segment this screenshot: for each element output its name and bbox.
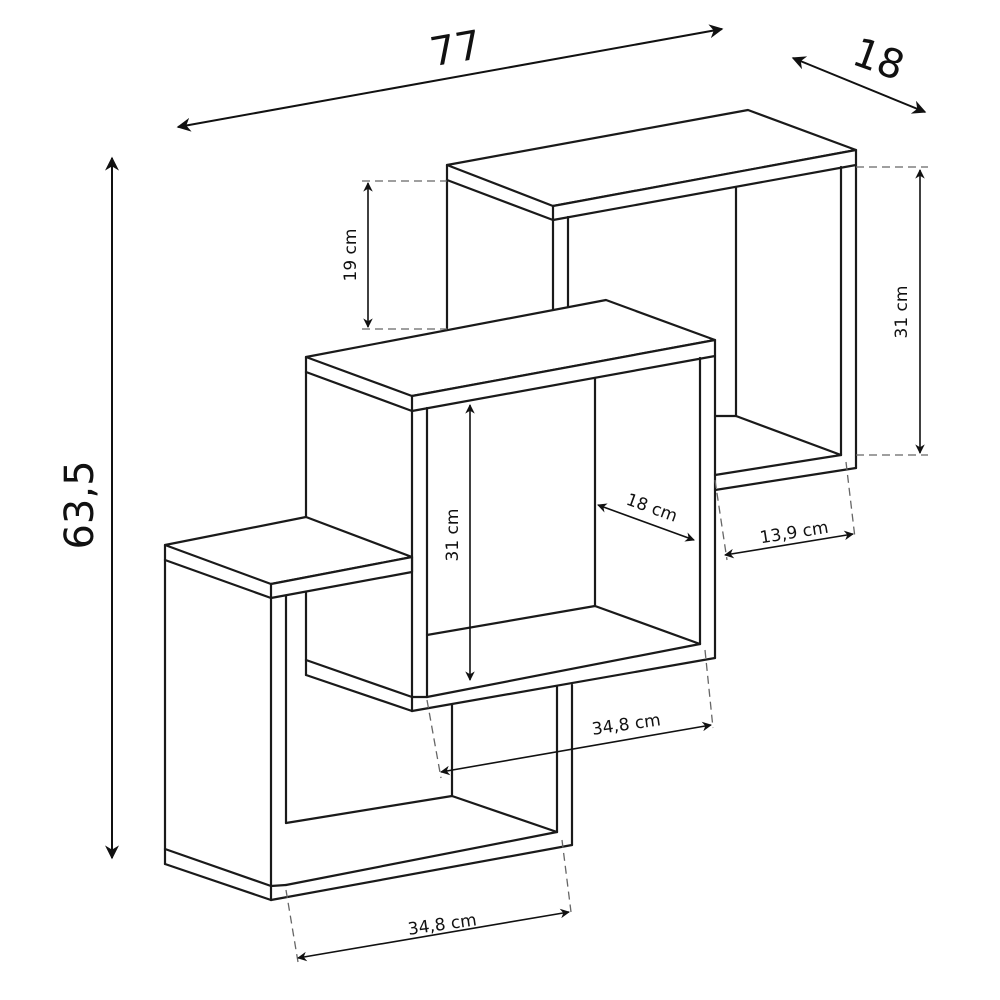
dimension-top-box-height: 31 cm <box>856 166 928 456</box>
middle-box <box>304 298 717 713</box>
label-total-width: 77 <box>427 22 485 76</box>
dimension-total-height: 63,5 <box>57 156 119 860</box>
dimension-inner-depth: 13,9 cm <box>714 461 856 561</box>
shelf-drawing <box>163 108 858 902</box>
dimension-bottom-width: 34,8 cm <box>285 839 572 963</box>
dimension-depth: 18 <box>791 29 927 114</box>
dimension-middle-depth: 18 cm <box>597 490 695 542</box>
dimension-top-offset: 19 cm <box>341 180 447 330</box>
bottom-box <box>163 515 574 902</box>
dimension-middle-box-height: 31 cm <box>443 404 475 681</box>
top-box <box>445 108 858 492</box>
label-middle-depth: 18 cm <box>623 490 680 527</box>
dimension-total-width: 77 <box>176 22 724 132</box>
label-bottom-width: 34,8 cm <box>407 910 478 939</box>
label-top-offset: 19 cm <box>341 229 361 282</box>
label-depth: 18 <box>847 29 911 90</box>
label-total-height: 63,5 <box>57 460 103 549</box>
label-top-box-height: 31 cm <box>892 286 912 339</box>
label-middle-box-height: 31 cm <box>443 509 463 562</box>
